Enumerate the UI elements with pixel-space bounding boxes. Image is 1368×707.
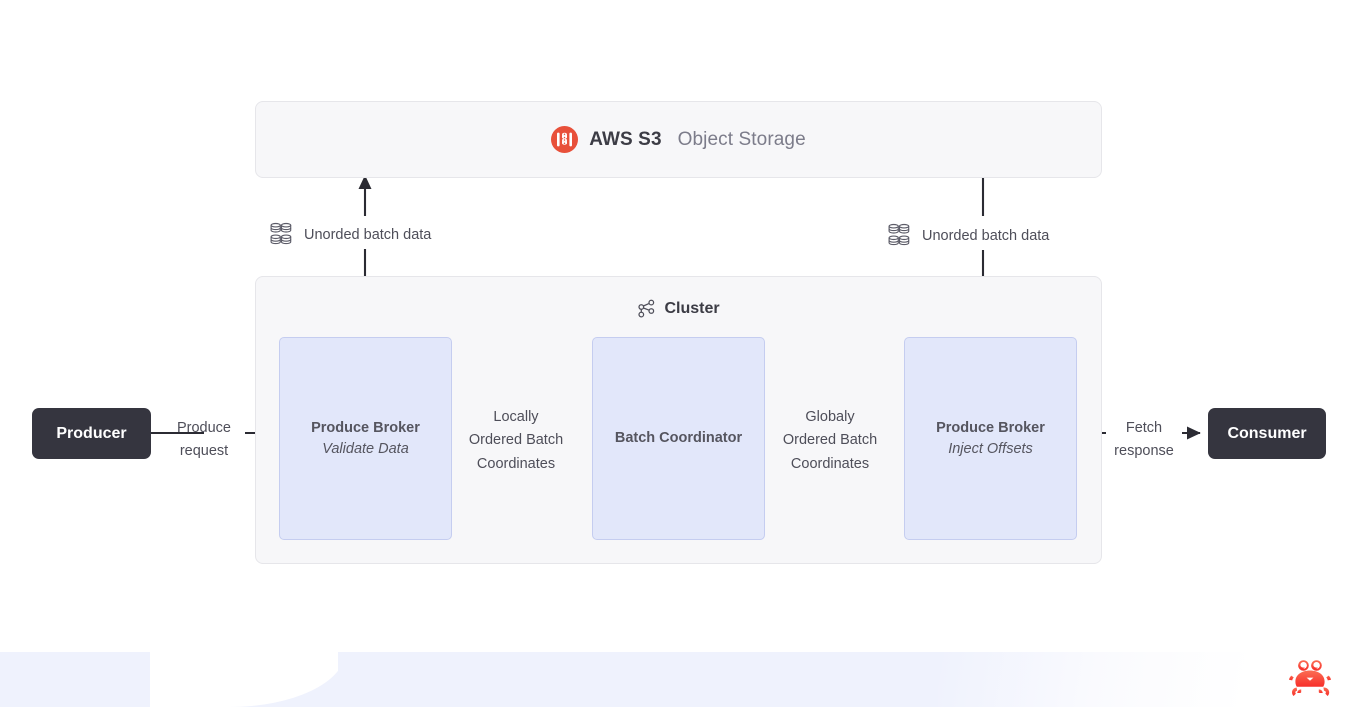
- endpoint-consumer-label: Consumer: [1227, 424, 1307, 442]
- cluster-node-graph-icon: [638, 299, 655, 318]
- edge-label-line: Ordered Batch: [468, 432, 564, 449]
- edge-label-locally-ordered: Locally Ordered Batch Coordinates: [448, 406, 584, 476]
- node-subtitle: Validate Data: [322, 440, 409, 457]
- edge-label-line: response: [1114, 443, 1174, 460]
- edge-label-fetch-response: Fetch response: [1098, 417, 1190, 464]
- node-produce-broker-validate[interactable]: Produce Broker Validate Data: [279, 337, 452, 540]
- node-title: Batch Coordinator: [614, 430, 743, 447]
- batch-label-right: Unorded batch data: [888, 223, 1049, 248]
- batch-label-right-text: Unorded batch data: [922, 227, 1050, 244]
- endpoint-consumer[interactable]: Consumer: [1208, 408, 1326, 459]
- aws-s3-bucket-icon: [551, 126, 579, 153]
- edge-label-line: Globaly: [805, 409, 855, 425]
- edge-label-globaly-ordered: Globaly Ordered Batch Coordinates: [762, 406, 898, 476]
- crab-logo: [1289, 660, 1331, 696]
- footer-band-fill: [338, 652, 1028, 707]
- node-batch-coordinator[interactable]: Batch Coordinator: [592, 337, 765, 540]
- edge-label-line: Locally: [493, 409, 539, 425]
- aws-s3-title: AWS S3 Object Storage: [551, 126, 806, 153]
- edge-label-produce-request: Produce request: [155, 417, 253, 464]
- footer-band-swoosh: [150, 652, 345, 707]
- batch-label-left-text: Unorded batch data: [304, 226, 432, 243]
- database-stack-icon: [888, 223, 910, 246]
- node-subtitle: Inject Offsets: [948, 440, 1033, 457]
- cluster-title-text: Cluster: [664, 299, 720, 317]
- footer-band: [0, 652, 1368, 707]
- edge-label-line: Fetch: [1125, 420, 1163, 436]
- cluster-title: Cluster: [256, 299, 1101, 318]
- aws-s3-title-light: Object Storage: [677, 128, 806, 150]
- edge-label-line: Coordinates: [476, 455, 556, 472]
- edge-label-line: request: [179, 443, 229, 460]
- edge-label-line: Produce: [176, 420, 231, 436]
- aws-s3-title-strong: AWS S3: [589, 128, 662, 150]
- node-title: Produce Broker: [936, 420, 1045, 437]
- database-stack-icon: [270, 222, 292, 245]
- node-produce-broker-inject[interactable]: Produce Broker Inject Offsets: [904, 337, 1077, 540]
- node-title: Produce Broker: [311, 420, 420, 437]
- edge-label-line: Ordered Batch: [782, 432, 878, 449]
- edge-label-line: Coordinates: [790, 455, 870, 472]
- endpoint-producer[interactable]: Producer: [32, 408, 151, 459]
- batch-label-left: Unorded batch data: [270, 222, 431, 247]
- aws-s3-container: AWS S3 Object Storage: [255, 101, 1102, 178]
- endpoint-producer-label: Producer: [56, 424, 127, 442]
